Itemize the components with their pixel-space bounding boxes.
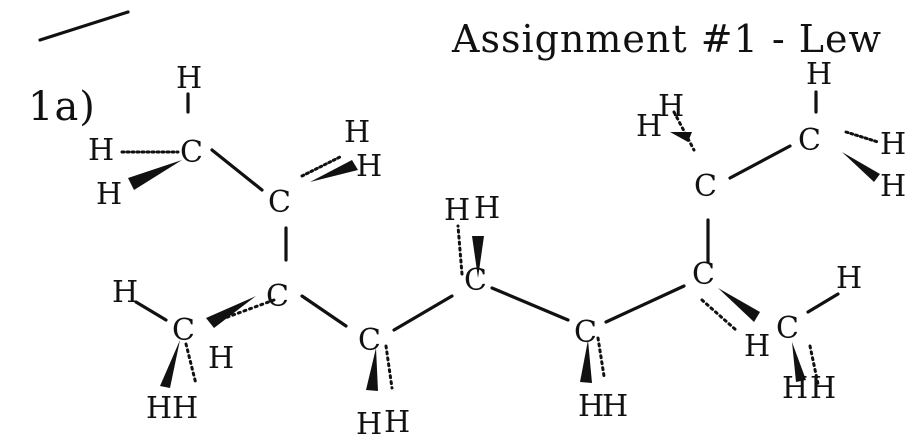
atom-c10: C <box>798 123 821 158</box>
atom-h: H <box>172 391 198 426</box>
plain-ch-bonds <box>134 90 840 322</box>
hash-c3-c4 <box>212 298 276 324</box>
atom-h: H <box>356 149 382 184</box>
hash-c7-h <box>596 336 606 378</box>
atom-h: H <box>344 115 370 150</box>
atom-h: H <box>836 261 862 296</box>
wedge-c5-h <box>366 348 378 391</box>
wedge-c10-h <box>842 152 880 182</box>
hash-c9-h <box>672 110 696 152</box>
hash-c6-h <box>456 224 464 276</box>
bond-c1-c2 <box>210 148 264 192</box>
atom-h: H <box>176 61 202 96</box>
atom-h: H <box>658 89 684 124</box>
atom-c2: C <box>268 185 291 220</box>
problem-label: 1a) <box>28 84 96 130</box>
atom-h: H <box>208 341 234 376</box>
atom-h: H <box>880 169 906 204</box>
atom-h: H <box>88 133 114 168</box>
atom-c6: C <box>464 263 487 298</box>
wedge-c1-h <box>128 160 182 190</box>
carbon-skeleton-bonds <box>210 144 792 332</box>
wedge-c6-h <box>472 236 484 278</box>
hash-c8-h <box>700 298 738 332</box>
hash-c4-h <box>184 342 198 386</box>
atom-h: H <box>356 407 382 442</box>
bond-c4-h-left <box>134 300 168 322</box>
bond-c3-c5 <box>300 294 348 328</box>
atom-h: H <box>112 275 138 310</box>
wedge-c2-h <box>310 160 358 182</box>
atom-c4: C <box>172 313 195 348</box>
atom-h: H <box>602 389 628 424</box>
bond-c7-c8 <box>604 284 686 324</box>
atom-h: H <box>782 371 808 406</box>
atom-c8: C <box>692 257 715 292</box>
hash-c10-h <box>844 130 880 144</box>
hash-c2-h <box>300 154 344 178</box>
assignment-title: Assignment #1 - Lew <box>451 17 882 61</box>
bond-c6-c7 <box>490 286 570 322</box>
hashed-bonds <box>120 110 880 390</box>
hydrogen-atoms: H H H H H H H H H H H H H H H H H H H H … <box>88 57 906 442</box>
atom-c5: C <box>358 323 381 358</box>
hash-c11-h <box>808 344 820 386</box>
atom-c1: C <box>180 135 203 170</box>
wedge-c4-h <box>160 340 180 388</box>
wedge-c7-h <box>580 340 592 383</box>
atom-h: H <box>578 389 604 424</box>
wedge-c3-c4 <box>206 296 256 328</box>
atom-h: H <box>880 127 906 162</box>
atom-h: H <box>474 191 500 226</box>
atom-h: H <box>384 405 410 440</box>
atom-h: H <box>146 391 172 426</box>
atom-h: H <box>744 329 770 364</box>
header-dash <box>38 10 130 42</box>
atom-c9: C <box>694 169 717 204</box>
carbon-atoms: C C C C C C C C C C C <box>172 123 821 358</box>
wedge-c8-c11 <box>718 288 760 322</box>
bond-c9-c10 <box>728 144 792 180</box>
atom-h: H <box>96 177 122 212</box>
bond-c11-h-right <box>806 292 840 314</box>
atom-h: H <box>444 193 470 228</box>
atom-h: H <box>810 371 836 406</box>
atom-c11: C <box>776 311 799 346</box>
atom-h: H <box>806 57 832 92</box>
atom-c3: C <box>266 279 289 314</box>
bond-c5-c6 <box>392 294 454 332</box>
wedge-c11-h <box>792 342 806 382</box>
atom-h: H <box>636 109 662 144</box>
atom-c7: C <box>574 315 597 350</box>
hash-c5-h <box>384 344 394 390</box>
